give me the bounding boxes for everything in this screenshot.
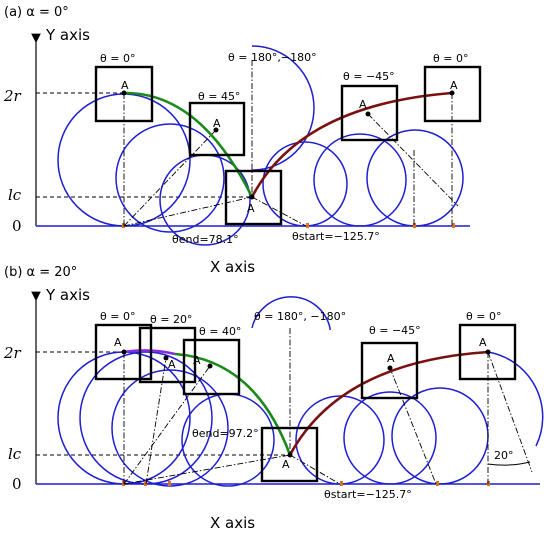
panel-a-circle-2 [115,123,225,233]
panel-b-theta-0-right: θ = 0° [466,310,501,323]
panel-b-x-axis-label: X axis [210,514,255,532]
panel-b-point-label-1: A [114,336,122,349]
panel-a-point-label-4: A [359,98,367,111]
panel-a-point-label-3: A [247,202,255,215]
panel-a-theta-45: θ = 45° [198,90,240,103]
panel-a-contact-markers [122,223,455,228]
panel-b-theta-180: θ = 180°, −180° [254,310,346,323]
panel-b-circle-2 [79,351,213,485]
panel-b-circle-6 [343,391,437,485]
panel-a-theta-0-right: θ = 0° [433,52,468,65]
panel-a-circle-5 [313,133,407,227]
panel-a-circle-6 [366,129,464,227]
panel-b-points [121,349,491,458]
panel-a-box-5 [423,65,482,123]
panel-a-box-1 [94,65,154,123]
panel-b-path-start [288,350,489,456]
panel-b-contact-markers [122,481,490,486]
panel-b-circle-4 [181,393,275,487]
panel-a-title: (a) α = 0° [4,5,69,20]
panel-a-dd-2 [123,129,217,227]
panel-b-theta-m45: θ = −45° [369,324,421,337]
panel-a-theta-m45: θ = −45° [343,70,395,83]
panel-b-dd-2 [145,357,167,485]
panel-a-arc-180 [251,45,315,171]
panel-b-y-axis-label: Y axis [45,286,90,304]
panel-b-dd-3 [123,365,211,485]
panel-a: (a) α = 0° Y axis X axis 2r lc 0 [3,5,482,276]
panel-b-theta-start: θstart=−125.7° [324,488,412,501]
panel-b-point-label-2: A [168,358,176,371]
panel-a-y-axis-label: Y axis [45,26,90,44]
panel-a-points [121,90,455,200]
panel-b-angle-arc [487,461,531,466]
panel-b-dd-4 [123,454,291,485]
panel-b-point-label-4: A [282,458,290,471]
panel-b-box-3 [182,338,241,396]
panel-b-box-4 [260,426,319,483]
panel-a-point-label-5: A [450,79,458,92]
panel-b-path-end [174,352,292,456]
panel-a-x-axis-label: X axis [210,258,255,276]
panel-b-point-label-6: A [479,336,487,349]
panel-b-point-label-5: A [387,352,395,365]
panel-a-circle-4 [262,141,348,227]
panel-b-title: (b) α = 20° [4,265,77,280]
panel-a-theta-start: θstart=−125.7° [292,230,380,243]
panel-b-theta-end: θend=97.2° [192,427,259,440]
panel-b-box-6 [458,323,517,381]
panel-a-box-4 [340,84,399,142]
panel-a-tick-2r: 2r [3,87,22,105]
panel-a-theta-end: θend=78.1° [172,233,239,246]
panel-b-tick-lc: lc [8,445,22,463]
panel-b-theta-0-left: θ = 0° [100,310,135,323]
panel-b-circle-7 [391,387,489,485]
panel-b-dd-6 [289,454,341,485]
panel-b-dd-9 [487,351,533,473]
panel-b-box-1 [94,323,153,381]
panel-b-path-initial [123,349,176,356]
panel-a-theta-0-left: θ = 0° [100,52,135,65]
panel-b-theta-20: θ = 20° [150,313,192,326]
panel-b-arc-180 [251,296,331,330]
panel-b-angle-label: 20° [494,449,514,462]
panel-b-point-label-3: A [193,354,201,367]
panel-a-path-end [123,91,254,198]
panel-a-tick-0: 0 [12,217,22,235]
panel-a-point-label-2: A [213,117,221,130]
panel-b: (b) α = 20° Y axis X axis 2r lc 0 [3,265,544,532]
panel-a-dd-3 [123,196,253,227]
panel-a-box-3 [224,169,283,226]
panel-a-dd-5 [251,196,307,227]
panel-b-tick-2r: 2r [3,344,22,362]
panel-a-point-label-1: A [121,79,129,92]
panel-a-tick-lc: lc [8,186,22,204]
panel-b-theta-40: θ = 40° [199,325,241,338]
panel-a-dd-6 [367,113,459,207]
panel-b-circle-5 [295,395,385,485]
panel-a-theta-180: θ = 180°,−180° [228,51,317,64]
panel-a-box-2 [188,101,246,157]
panel-b-tick-0: 0 [12,475,22,493]
panel-b-arc-right [487,351,544,447]
panel-a-path-start [250,91,453,198]
panel-b-box-2 [138,326,197,384]
panel-b-dd-7 [389,367,437,485]
panel-b-box-5 [360,341,419,400]
